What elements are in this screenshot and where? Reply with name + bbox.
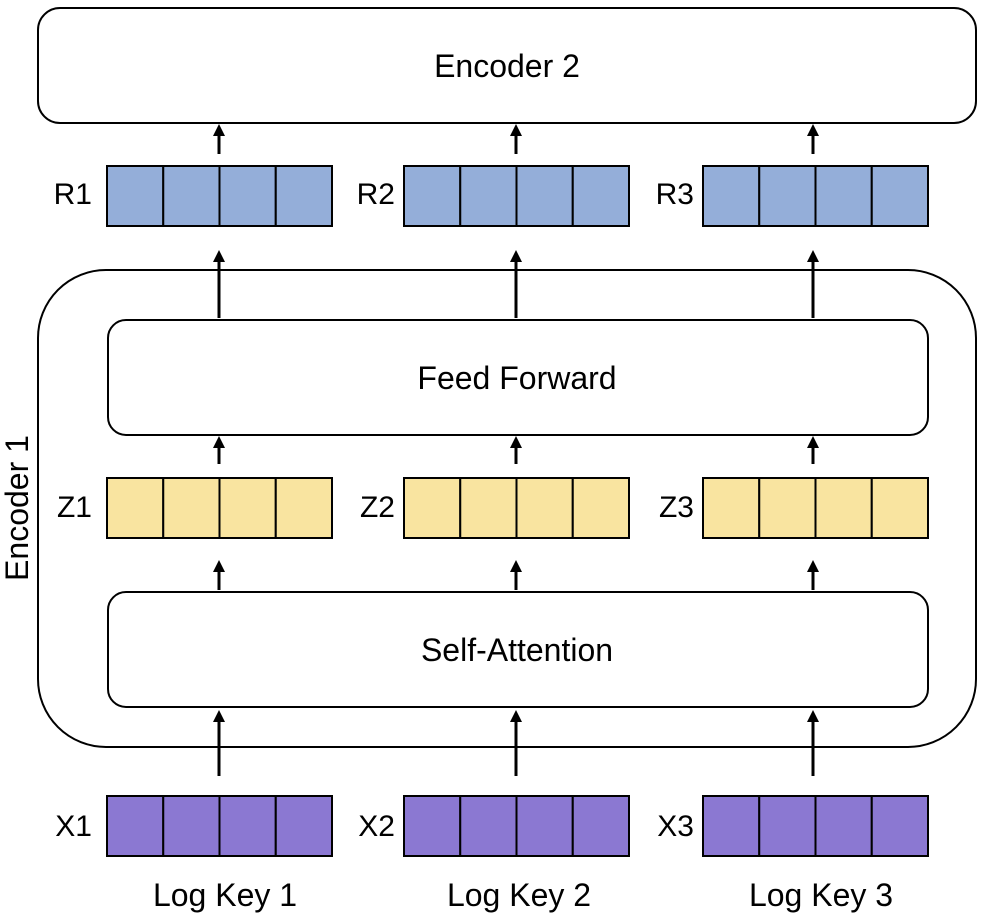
vector-cell bbox=[870, 165, 929, 227]
vector-cell bbox=[403, 795, 462, 857]
x-vector-label: X1 bbox=[55, 810, 92, 843]
vector-cell bbox=[702, 165, 761, 227]
vector-cell bbox=[106, 165, 165, 227]
vector-cell bbox=[758, 165, 817, 227]
vector-cell bbox=[459, 165, 518, 227]
vector-cell bbox=[459, 795, 518, 857]
vector-cell bbox=[814, 165, 873, 227]
self-attention-block bbox=[107, 591, 929, 708]
encoder2-block bbox=[37, 7, 977, 124]
encoder2-label: Encoder 2 bbox=[434, 48, 580, 84]
vector-cell bbox=[162, 477, 221, 539]
x-vector-label: X3 bbox=[657, 810, 694, 843]
arrowhead bbox=[213, 560, 225, 572]
arrowhead bbox=[807, 560, 819, 572]
vector-cell bbox=[162, 165, 221, 227]
vector-cell bbox=[218, 165, 277, 227]
arrowhead bbox=[510, 124, 522, 136]
arrowhead bbox=[807, 250, 819, 262]
x-vector bbox=[106, 795, 333, 857]
x-vector bbox=[702, 795, 929, 857]
vector-cell bbox=[274, 477, 333, 539]
r-vector bbox=[403, 165, 630, 227]
arrowhead bbox=[807, 436, 819, 448]
vector-cell bbox=[571, 795, 630, 857]
x-vector-label: X2 bbox=[358, 810, 395, 843]
encoder1-container bbox=[37, 269, 977, 748]
log-key-label: Log Key 1 bbox=[153, 877, 297, 913]
vector-cell bbox=[571, 477, 630, 539]
z-vector bbox=[702, 477, 929, 539]
vector-cell bbox=[218, 477, 277, 539]
arrowhead bbox=[510, 250, 522, 262]
feed-forward-label: Feed Forward bbox=[417, 360, 616, 396]
column-3: R3 Z3 X3 Log Key 3 bbox=[656, 165, 929, 913]
arrowhead bbox=[510, 710, 522, 722]
encoder1-label: Encoder 1 bbox=[0, 435, 35, 581]
vector-cell bbox=[403, 165, 462, 227]
log-key-label: Log Key 2 bbox=[447, 877, 591, 913]
vector-cell bbox=[274, 795, 333, 857]
arrowhead bbox=[510, 560, 522, 572]
vector-cell bbox=[515, 477, 574, 539]
column-2: R2 Z2 X2 Log Key 2 bbox=[357, 165, 630, 913]
vector-cell bbox=[515, 165, 574, 227]
vector-cell bbox=[870, 477, 929, 539]
vector-cell bbox=[515, 795, 574, 857]
vector-cell bbox=[758, 795, 817, 857]
r-vector-label: R3 bbox=[656, 178, 694, 211]
vector-cell bbox=[870, 795, 929, 857]
vector-cell bbox=[571, 165, 630, 227]
vector-cell bbox=[162, 795, 221, 857]
vector-cell bbox=[814, 795, 873, 857]
vector-cell bbox=[106, 477, 165, 539]
arrowhead bbox=[213, 710, 225, 722]
vector-cell bbox=[814, 477, 873, 539]
z-vector-label: Z2 bbox=[360, 491, 395, 524]
vector-cell bbox=[459, 477, 518, 539]
log-key-label: Log Key 3 bbox=[749, 877, 893, 913]
vector-cell bbox=[702, 477, 761, 539]
z-vector bbox=[403, 477, 630, 539]
arrowhead bbox=[213, 250, 225, 262]
r-vector bbox=[702, 165, 929, 227]
arrowhead bbox=[807, 710, 819, 722]
vector-cell bbox=[274, 165, 333, 227]
r-vector bbox=[106, 165, 333, 227]
vector-cell bbox=[106, 795, 165, 857]
z-vector-label: Z1 bbox=[57, 491, 92, 524]
r-vector-label: R1 bbox=[54, 178, 92, 211]
vector-cell bbox=[702, 795, 761, 857]
arrowhead bbox=[510, 436, 522, 448]
r-vector-label: R2 bbox=[357, 178, 395, 211]
column-1: R1 Z1 X1 Log Key 1 bbox=[54, 165, 333, 913]
self-attention-label: Self-Attention bbox=[421, 632, 613, 668]
z-vector-label: Z3 bbox=[659, 491, 694, 524]
feed-forward-block bbox=[107, 319, 929, 436]
vector-cell bbox=[758, 477, 817, 539]
x-vector bbox=[403, 795, 630, 857]
arrowhead bbox=[807, 124, 819, 136]
z-vector bbox=[106, 477, 333, 539]
flow-arrows bbox=[213, 124, 819, 776]
arrowhead bbox=[213, 436, 225, 448]
arrowhead bbox=[213, 124, 225, 136]
vector-cell bbox=[218, 795, 277, 857]
vector-cell bbox=[403, 477, 462, 539]
